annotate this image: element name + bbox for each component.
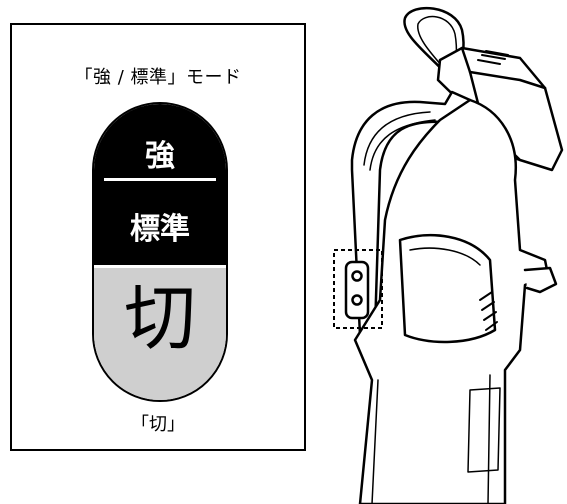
switch-off-section <box>94 265 226 400</box>
side-knob <box>523 266 558 294</box>
switch-on-divider <box>104 178 216 181</box>
switch-section-divider <box>94 265 226 268</box>
switch-on-section <box>94 104 226 265</box>
mode-switch-panel: 「強 / 標準」モード 強 標準 切 「切」 <box>10 23 306 451</box>
cleaner-illustration <box>333 6 564 504</box>
mode-switch-illustration: 強 標準 切 <box>92 102 228 402</box>
switch-off-label: 切 <box>123 276 196 360</box>
switch-normal-label: 標準 <box>130 212 190 247</box>
switch-strong-label: 強 <box>145 139 175 174</box>
mode-off-caption: 「切」 <box>131 414 185 435</box>
mode-on-caption: 「強 / 標準」モード <box>74 67 242 88</box>
switch-highlight-box <box>333 249 383 329</box>
